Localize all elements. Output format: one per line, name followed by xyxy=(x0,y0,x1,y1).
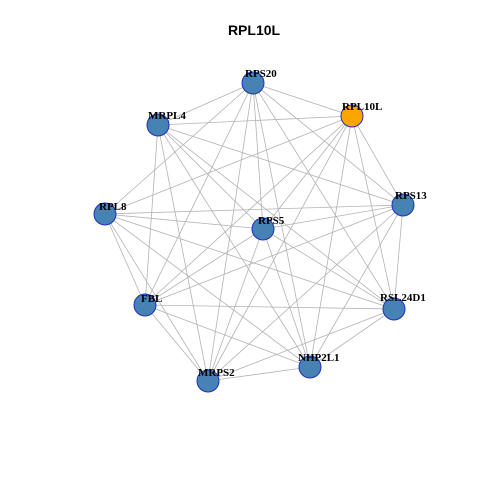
node-label: MRPS2 xyxy=(198,367,235,379)
node-mrpl4[interactable]: MRPL4 xyxy=(146,110,186,137)
edge-mrpl4-rps5 xyxy=(157,124,264,230)
node-label: RSL24D1 xyxy=(380,292,426,304)
edge-rps13-fbl xyxy=(144,204,404,306)
edge-rps5-nhp2l1 xyxy=(262,228,311,368)
edge-rps20-rpl8 xyxy=(104,82,254,215)
node-label: MRPL4 xyxy=(148,110,186,122)
edge-rps20-mrpl4 xyxy=(157,82,254,126)
node-circle[interactable] xyxy=(146,113,170,137)
node-rpl10l[interactable]: RPL10L xyxy=(340,101,382,128)
node-label: RPS5 xyxy=(258,215,285,227)
edge-rpl8-fbl xyxy=(104,213,146,306)
edge-rps20-mrps2 xyxy=(207,82,254,382)
edge-rps13-rpl8 xyxy=(104,204,404,215)
graph-title: RPL10L xyxy=(228,22,281,38)
edge-rps20-nhp2l1 xyxy=(252,82,311,368)
edge-rpl10l-mrps2 xyxy=(207,115,353,382)
edge-rpl10l-fbl xyxy=(144,115,353,306)
node-label: FBL xyxy=(141,293,162,305)
node-mrps2[interactable]: MRPS2 xyxy=(196,367,235,393)
node-fbl[interactable]: FBL xyxy=(133,293,162,317)
edge-rpl8-rsl24d1 xyxy=(104,213,395,310)
edge-fbl-rsl24d1 xyxy=(144,304,395,310)
node-nhp2l1[interactable]: NHP2L1 xyxy=(298,352,340,379)
node-circle[interactable] xyxy=(241,71,265,95)
node-circle[interactable] xyxy=(340,104,364,128)
edge-rpl10l-nhp2l1 xyxy=(309,115,353,368)
node-circle[interactable] xyxy=(133,293,157,317)
edge-rps13-rps5 xyxy=(262,204,404,230)
edge-rpl8-nhp2l1 xyxy=(104,213,311,368)
node-label: RPS20 xyxy=(245,68,277,80)
edge-rps20-rps13 xyxy=(252,82,404,206)
edge-rpl10l-rps5 xyxy=(262,115,353,230)
edge-rps5-rsl24d1 xyxy=(262,228,395,310)
node-circle[interactable] xyxy=(391,193,415,217)
node-circle[interactable] xyxy=(298,355,322,379)
edge-rpl10l-mrpl4 xyxy=(157,115,353,126)
edge-rps5-mrps2 xyxy=(207,228,264,382)
edge-rpl10l-rps13 xyxy=(351,115,404,206)
edge-rsl24d1-nhp2l1 xyxy=(309,308,395,368)
edge-rps13-mrps2 xyxy=(207,204,404,382)
edge-mrpl4-rps13 xyxy=(157,124,404,206)
node-rpl8[interactable]: RPL8 xyxy=(93,201,127,226)
node-circle[interactable] xyxy=(93,202,117,226)
edge-nhp2l1-mrps2 xyxy=(207,366,311,382)
edge-rps20-rps5 xyxy=(252,82,264,230)
edge-rps20-rsl24d1 xyxy=(252,82,395,310)
node-rsl24d1[interactable]: RSL24D1 xyxy=(380,292,426,321)
edge-rsl24d1-mrps2 xyxy=(207,308,395,382)
node-circle[interactable] xyxy=(196,369,220,393)
edge-mrpl4-rsl24d1 xyxy=(157,124,395,310)
edge-rps20-rpl10l xyxy=(252,82,353,117)
node-circle[interactable] xyxy=(251,217,275,241)
edge-mrpl4-fbl xyxy=(144,124,159,306)
node-label: RPS13 xyxy=(395,190,427,202)
edge-rpl10l-rsl24d1 xyxy=(351,115,395,310)
edge-rps5-fbl xyxy=(144,228,264,306)
node-circle[interactable] xyxy=(382,297,406,321)
edge-rpl10l-rpl8 xyxy=(104,115,353,215)
node-label: RPL8 xyxy=(99,201,127,213)
edge-rps20-fbl xyxy=(144,82,254,306)
edge-rpl8-rps5 xyxy=(104,213,264,230)
edge-layer xyxy=(104,82,404,382)
edge-mrpl4-nhp2l1 xyxy=(157,124,311,368)
node-label: NHP2L1 xyxy=(298,352,340,364)
node-rps13[interactable]: RPS13 xyxy=(391,190,427,217)
edge-mrpl4-mrps2 xyxy=(157,124,209,382)
edge-fbl-mrps2 xyxy=(144,304,209,382)
node-label: RPL10L xyxy=(342,101,382,113)
edge-fbl-nhp2l1 xyxy=(144,304,311,368)
node-rps20[interactable]: RPS20 xyxy=(241,68,277,95)
edge-rps13-rsl24d1 xyxy=(393,204,404,310)
node-rps5[interactable]: RPS5 xyxy=(251,215,285,241)
